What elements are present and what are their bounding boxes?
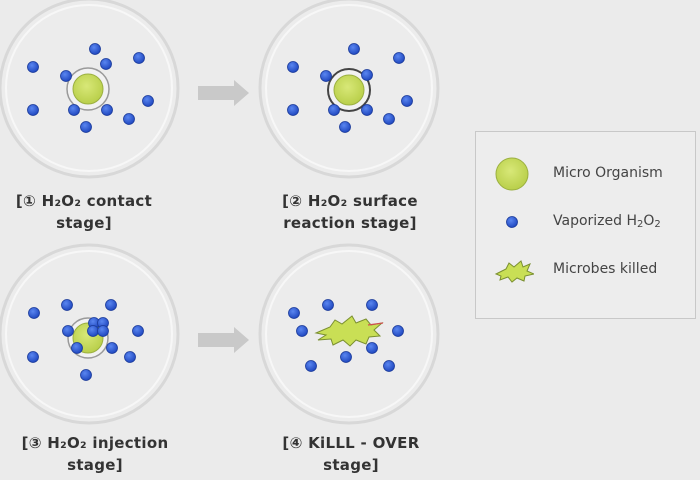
legend-label-micro-organism: Micro Organism	[553, 165, 663, 181]
vaporized-sub1: 2	[637, 219, 644, 230]
micro-organism-icon	[495, 157, 529, 191]
stage-2-caption: [② H₂O₂ surface reaction stage]	[250, 190, 450, 234]
legend-item-micro-organism: Micro Organism	[476, 154, 697, 194]
stage-1-molecules	[27, 43, 154, 133]
stage-4-molecules	[288, 299, 404, 372]
stage-3-dish	[0, 243, 180, 425]
stage-4-caption-line1: [④ KiLLL - OVER	[282, 434, 420, 452]
stage-1-dish	[0, 0, 180, 179]
arrow-right-icon	[198, 327, 249, 353]
stage-3-molecules	[27, 299, 144, 381]
stage-1-organism	[72, 73, 104, 105]
legend-item-vaporized: Vaporized H2O2	[476, 202, 697, 242]
stage-2-caption-line1: [② H₂O₂ surface	[282, 192, 418, 210]
vaporized-sub2: 2	[654, 219, 661, 230]
stage-4-dish	[258, 243, 440, 425]
vaporized-prefix: Vaporized H	[553, 213, 637, 229]
stage-2-organism	[333, 74, 365, 106]
legend-item-microbes-killed: Microbes killed	[476, 250, 697, 290]
stage-1-caption-line2: stage]	[56, 214, 112, 232]
legend-label-microbes-killed: Microbes killed	[553, 261, 658, 277]
stage-1-caption: [① H₂O₂ contact stage]	[0, 190, 184, 234]
legend-label-vaporized: Vaporized H2O2	[553, 213, 661, 230]
stage-3-caption-line1: [③ H₂O₂ injection	[21, 434, 169, 452]
stage-2-dish	[258, 0, 440, 179]
arrow-right-icon	[198, 80, 249, 106]
legend: Micro Organism Vaporized H2O2 Microbes k…	[475, 131, 696, 319]
stage-1-caption-line1: [① H₂O₂ contact	[15, 192, 153, 210]
stage-4-caption: [④ KiLLL - OVER stage]	[251, 432, 451, 476]
stage-4-killed-microbe-icon	[314, 315, 384, 347]
vaporized-molecule-icon	[506, 216, 518, 228]
stage-2-molecules	[287, 43, 413, 133]
vaporized-mid: O	[643, 213, 655, 229]
stage-3-caption: [③ H₂O₂ injection stage]	[0, 432, 195, 476]
stage-2-caption-line2: reaction stage]	[283, 214, 417, 232]
stage-3-caption-line2: stage]	[67, 456, 123, 474]
killed-microbe-icon	[494, 260, 534, 283]
stage-4-caption-line2: stage]	[323, 456, 379, 474]
